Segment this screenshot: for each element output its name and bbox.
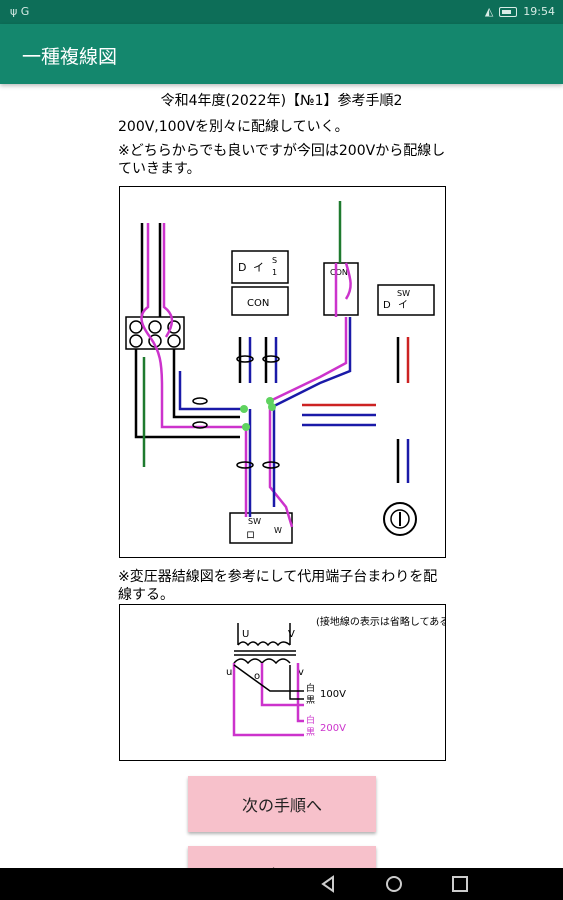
con-box-left (231, 286, 289, 316)
transformer-diagram-svg: (接地線の表示は省略してある) U V u o v 白 黒 100V 白 黒 2… (226, 615, 453, 738)
wifi-icon: ◭ (484, 5, 494, 18)
con-label-right: CON (330, 268, 348, 277)
back-button[interactable]: 戻る (188, 846, 376, 868)
svg-text:V: V (288, 629, 295, 640)
navigation-bar (0, 868, 563, 900)
nav-home-icon[interactable] (384, 874, 404, 894)
status-bar: ψ G ◭ 19:54 (0, 0, 563, 24)
status-notifications: ψ G (10, 5, 30, 18)
content-area[interactable]: 令和4年度(2022年)【№1】参考手順2 200V,100Vを別々に配線してい… (0, 84, 563, 868)
wiring-diagram: D イ S 1 CON CON SW D イ SW ロ W (119, 186, 446, 558)
svg-text:D: D (383, 300, 391, 311)
instruction-text-1: 200V,100Vを別々に配線していく。 (118, 119, 349, 135)
svg-text:v: v (298, 667, 304, 678)
svg-text:W: W (274, 526, 282, 535)
sw-box-right (377, 284, 435, 316)
svg-text:黒: 黒 (306, 727, 315, 738)
svg-text:白: 白 (306, 714, 315, 726)
status-time: 19:54 (523, 5, 555, 18)
svg-text:白: 白 (306, 682, 315, 694)
svg-text:200V: 200V (320, 723, 346, 734)
svg-text:イ: イ (398, 300, 408, 311)
instruction-text-3: ※変圧器結線図を参考にして代用端子台まわりを配線する。 (118, 569, 438, 603)
sw-box-bottom (229, 512, 293, 544)
switch-box-top (231, 250, 289, 284)
nav-back-icon[interactable] (318, 874, 338, 894)
switch-s-label: S (272, 256, 277, 265)
instruction-text-2: ※どちらからでも良いですが今回は200Vから配線していきます。 (118, 143, 446, 177)
app-title: 一種複線図 (22, 46, 118, 68)
wiring-diagram-svg: D イ S 1 CON CON SW D イ SW ロ W (125, 201, 435, 544)
svg-text:o: o (254, 671, 260, 682)
battery-icon (499, 6, 518, 17)
switch-1-label: 1 (272, 268, 277, 277)
page-heading: 令和4年度(2022年)【№1】参考手順2 (160, 93, 403, 109)
sw-bottom-label: SW (248, 517, 261, 526)
nav-recents-icon[interactable] (450, 874, 470, 894)
switch-d-label: D (238, 261, 246, 274)
app-bar: 一種複線図 (0, 24, 563, 84)
next-step-button[interactable]: 次の手順へ (188, 776, 376, 832)
transformer-note: (接地線の表示は省略してある) (316, 615, 445, 628)
con-label-left: CON (247, 298, 269, 309)
svg-text:ロ: ロ (246, 531, 255, 541)
svg-text:U: U (242, 629, 249, 640)
svg-text:黒: 黒 (306, 695, 315, 706)
sw-label-right: SW (397, 289, 410, 298)
transformer-diagram: (接地線の表示は省略してある) U V u o v 白 黒 100V 白 黒 2… (119, 604, 453, 761)
svg-text:100V: 100V (320, 689, 346, 700)
svg-text:u: u (226, 667, 232, 678)
switch-i-label: イ (253, 261, 264, 274)
